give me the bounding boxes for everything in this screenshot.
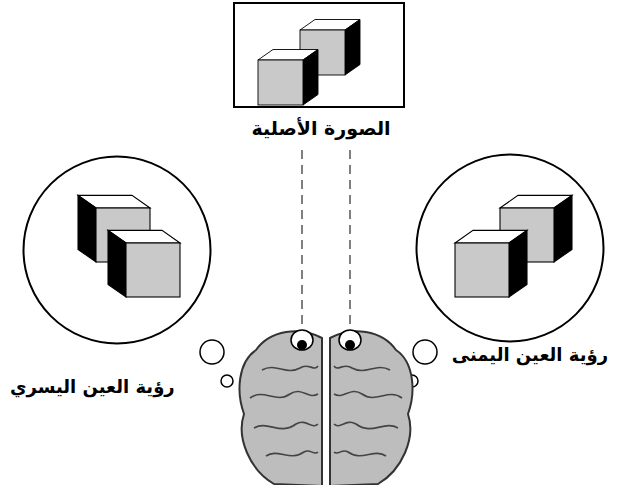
brain [240,331,413,485]
eye [291,330,361,350]
cube-pair [455,195,572,297]
eye-view-label: رؤية العين اليسري [10,375,175,398]
original-image-box: الصورة الأصلية [233,2,405,108]
thought-bubble: رؤية العين اليسري [22,155,212,345]
bubble-outline [22,155,212,345]
eye-view-label: رؤية العين اليمنى [452,343,608,366]
cube-pair [78,195,180,297]
cube-pair [258,20,360,106]
bubble-outline [415,153,605,343]
thought-bubble: رؤية العين اليمنى [415,153,605,343]
image-caption: الصورة الأصلية [251,116,390,141]
sight-line [302,150,350,328]
bubble-outline [417,155,604,342]
bubble-outline [24,157,211,344]
